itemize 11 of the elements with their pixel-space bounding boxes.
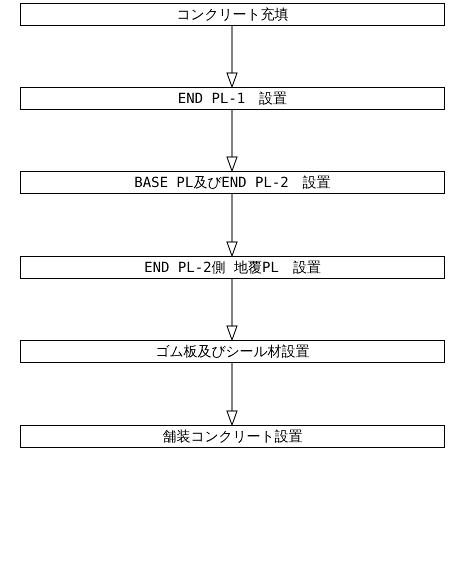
arrow [226,26,238,88]
process-box: ゴム板及びシール材設置 [20,340,445,363]
process-box: END PL-2側 地覆PL 設置 [20,256,445,279]
process-box: BASE PL及びEND PL-2 設置 [20,171,445,194]
arrow [226,278,238,340]
arrow [226,110,238,172]
arrow [226,362,238,426]
process-box: END PL-1 設置 [20,87,445,110]
process-box: コンクリート充填 [20,3,445,26]
arrow [226,194,238,256]
process-box: 舗装コンクリート設置 [20,425,445,448]
